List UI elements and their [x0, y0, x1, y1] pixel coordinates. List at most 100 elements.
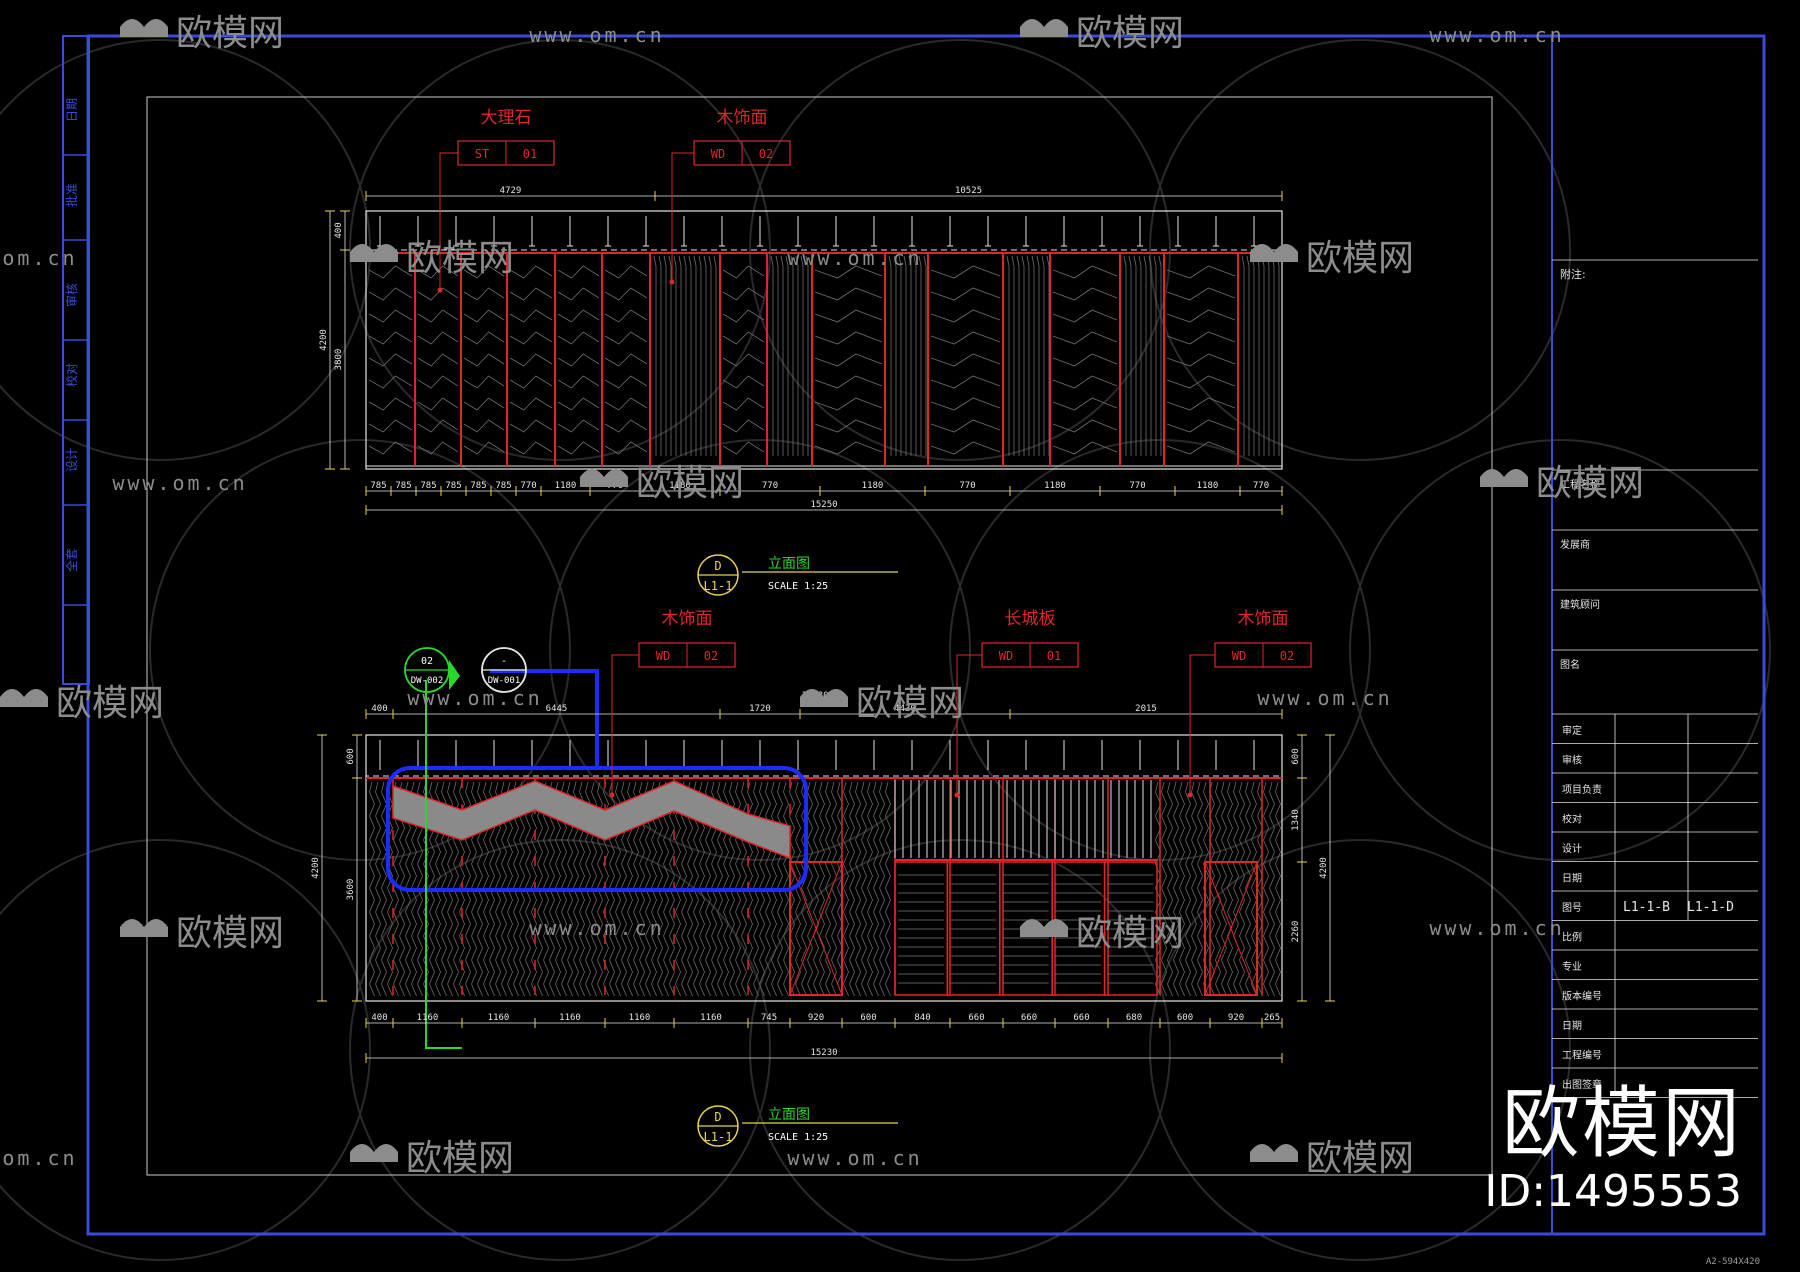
title-block-row-label: 日期 [1562, 873, 1582, 885]
watermark-url: www.om.cn [787, 1146, 922, 1170]
upper-bottom-dim-label: 770 [1129, 481, 1145, 491]
wood-grain-line [785, 255, 789, 456]
lower-right-dim-label: 2260 [1291, 921, 1301, 943]
marble-vein [814, 331, 883, 345]
upper-callout-1-code: ST [475, 147, 489, 161]
title-block-top-row: 发展商 [1560, 538, 1590, 551]
green-section-line [425, 680, 462, 1049]
lower-left-total-dim-label: 4200 [311, 857, 321, 879]
marble-vein [930, 441, 1001, 455]
watermark-url-short: om.cn [2, 1146, 77, 1170]
lower-bottom-dim-label: 660 [1021, 1013, 1037, 1023]
wood-grain-line [1239, 781, 1245, 997]
marble-vein [557, 331, 600, 345]
marble-vein [1166, 265, 1236, 279]
lower-callout-3-code: WD [1232, 649, 1246, 663]
marble-vein [368, 397, 413, 411]
lower-ceiling-ticks [379, 740, 1255, 770]
marble-vein [722, 287, 765, 301]
wood-grain-line [1241, 255, 1245, 456]
wood-grain-line [1191, 781, 1197, 997]
marble-vein [722, 397, 765, 411]
upper-top-dim-label: 10525 [955, 186, 982, 196]
lower-left-dim-label: 600 [346, 748, 356, 764]
lower-callout-1-leader [611, 654, 639, 795]
upper-callout-2-code: WD [711, 147, 725, 161]
marble-vein [1052, 441, 1118, 455]
marble-vein [417, 375, 459, 389]
title-block-top-row: 建筑顾问 [1560, 598, 1600, 611]
wood-grain-line [800, 255, 804, 456]
wood-grain-line [1167, 781, 1173, 997]
upper-bottom-dim-label: 785 [445, 481, 461, 491]
wood-grain-line [668, 255, 672, 456]
watermark-brand: 欧模网 [636, 463, 744, 504]
watermark-brand: 欧模网 [1536, 463, 1644, 504]
marble-vein [1052, 419, 1118, 433]
lower-bottom-dim-label: 1160 [629, 1013, 651, 1023]
marble-vein [722, 309, 765, 323]
detail-marker-bottom: DW-001 [488, 676, 521, 686]
side-strip-label: 日期 [65, 98, 79, 122]
marble-vein [509, 287, 553, 301]
marble-vein [1166, 375, 1236, 389]
title-block: 附注:工程名称发展商建筑顾问图名审定审核项目负责校对设计日期图号比例专业版本编号… [1552, 259, 1758, 1098]
upper-left-total-dim-label: 4200 [319, 329, 329, 351]
marble-vein [814, 419, 883, 433]
wood-grain-line [918, 255, 922, 456]
marble-vein [930, 331, 1001, 345]
marble-vein [930, 265, 1001, 279]
marble-vein [722, 419, 765, 433]
watermark-circle [1349, 439, 1771, 861]
wood-grain-line [1276, 255, 1280, 456]
marble-vein [1166, 309, 1236, 323]
wood-grain-line [795, 255, 799, 456]
marble-vein [814, 397, 883, 411]
watermark-brand: 欧模网 [1076, 913, 1184, 954]
lower-top-dim-label: 4430 [894, 704, 916, 714]
wood-grain-line [893, 255, 897, 456]
watermark-logo-icon [0, 689, 48, 707]
marble-vein [463, 397, 505, 411]
marble-vein [1052, 265, 1118, 279]
wood-grain-line [1197, 781, 1203, 997]
marble-vein [722, 331, 765, 345]
wood-grain-line [770, 255, 774, 456]
marble-vein [814, 375, 883, 389]
wood-grain-line [375, 781, 381, 997]
watermark-circle [149, 439, 571, 861]
drawing-no-1: L1-1-B [1623, 900, 1670, 915]
lower-bottom-dim-label: 1160 [417, 1013, 439, 1023]
title-block-row-label: 工程编号 [1562, 1049, 1602, 1062]
watermark-logo-icon [120, 19, 168, 37]
marble-vein [814, 287, 883, 301]
upper-left-dim-label: 400 [334, 222, 344, 238]
wood-grain-line [1046, 255, 1050, 456]
watermark-id: ID:1495553 [1484, 1166, 1742, 1217]
marble-vein [417, 309, 459, 323]
wood-grain-line [775, 255, 779, 456]
watermark-logo-icon [350, 244, 398, 262]
watermark-url: www.om.cn [112, 471, 247, 495]
detail-marker-bottom: DW-002 [411, 676, 444, 686]
watermark-logo-icon [1250, 244, 1298, 262]
upper-bottom-dim-label: 785 [420, 481, 436, 491]
marble-vein [1166, 419, 1236, 433]
wood-grain-line [885, 781, 891, 997]
marble-vein [463, 441, 505, 455]
wood-grain-line [1266, 255, 1270, 456]
watermark-brand-large: 欧模网 [1501, 1079, 1742, 1169]
wood-grain-line [888, 255, 892, 456]
wood-grain-line [693, 255, 697, 456]
wood-grain-line [1263, 781, 1269, 997]
door-right [1204, 861, 1258, 996]
watermark-url: www.om.cn [1429, 23, 1564, 47]
marble-vein [930, 353, 1001, 367]
marble-vein [368, 331, 413, 345]
glass-partition [894, 861, 1158, 996]
lower-bottom-dim-label: 840 [914, 1013, 930, 1023]
door-left-swing [789, 861, 843, 996]
wood-grain-line [713, 255, 717, 456]
wood-grain-line [879, 781, 885, 997]
